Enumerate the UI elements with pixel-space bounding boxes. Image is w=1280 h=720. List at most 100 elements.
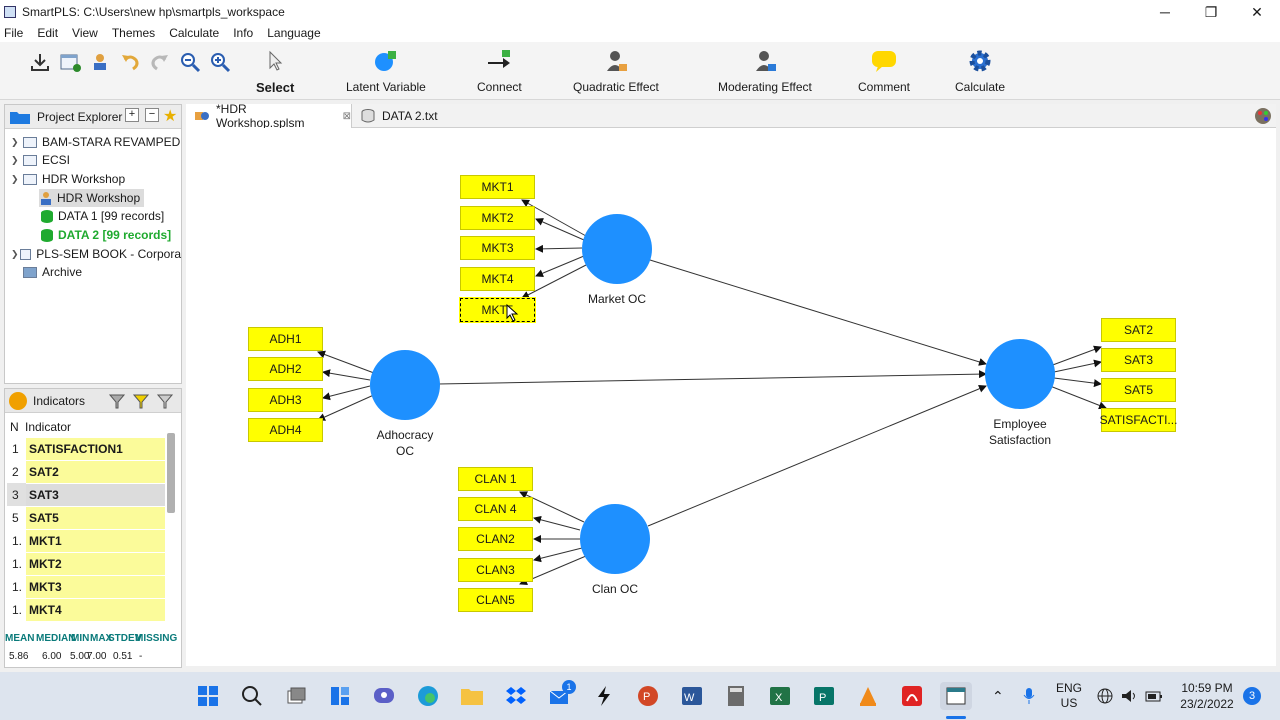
network-icon[interactable] <box>1096 672 1114 720</box>
chevron-down-icon[interactable]: ❯ <box>11 173 19 184</box>
volume-icon[interactable] <box>1120 672 1138 720</box>
latent-variable-button[interactable]: Latent Variable <box>346 48 426 94</box>
calculator-icon[interactable] <box>722 682 750 710</box>
menu-view[interactable]: View <box>72 26 98 40</box>
battery-icon[interactable] <box>1144 672 1164 720</box>
indicator-sat3[interactable]: SAT3 <box>1101 348 1176 372</box>
mail-icon[interactable] <box>546 682 574 710</box>
word-icon[interactable]: W <box>678 682 706 710</box>
zoom-in-icon[interactable] <box>208 50 232 74</box>
smartpls-lightning-icon[interactable] <box>590 682 618 710</box>
model-canvas[interactable]: MKT1 MKT2 MKT3 MKT4 MKT5 ADH1 ADH2 ADH3 … <box>186 128 1276 666</box>
quadratic-effect-button[interactable]: Quadratic Effect <box>573 48 659 94</box>
menu-themes[interactable]: Themes <box>111 26 156 40</box>
indicator-mkt5-selected[interactable]: MKT5 <box>459 297 536 323</box>
expand-all-icon[interactable]: + <box>125 108 139 122</box>
show-hidden-icons[interactable]: ⌃ <box>992 687 1004 704</box>
notification-badge[interactable]: 3 <box>1243 687 1261 705</box>
moderating-effect-button[interactable]: Moderating Effect <box>718 48 812 94</box>
indicator-sat5[interactable]: SAT5 <box>1101 378 1176 402</box>
powerpoint-icon[interactable]: P <box>634 682 662 710</box>
connect-button[interactable]: Connect <box>477 48 522 94</box>
chevron-right-icon[interactable]: ❯ <box>11 136 19 147</box>
palette-icon[interactable] <box>1254 107 1272 128</box>
tree-item-hdr-workshop[interactable]: ❯HDR Workshop <box>11 172 126 186</box>
tree-item-data2[interactable]: DATA 2 [99 records] <box>41 226 171 244</box>
indicator-adh4[interactable]: ADH4 <box>248 418 323 442</box>
redo-icon[interactable] <box>148 50 172 74</box>
indicator-mkt3[interactable]: MKT3 <box>460 236 535 260</box>
task-view-icon[interactable] <box>282 682 310 710</box>
tab-hdr-workshop[interactable]: *HDR Workshop.splsm ⊠ <box>186 102 352 130</box>
indicator-adh2[interactable]: ADH2 <box>248 357 323 381</box>
collapse-all-icon[interactable]: − <box>145 108 159 122</box>
menu-info[interactable]: Info <box>233 26 254 40</box>
close-button[interactable]: ✕ <box>1251 3 1263 20</box>
file-explorer-icon[interactable] <box>458 682 486 710</box>
comment-button[interactable]: Comment <box>858 48 910 94</box>
acrobat-icon[interactable] <box>898 682 926 710</box>
menu-edit[interactable]: Edit <box>37 26 59 40</box>
tree-item-pls-sem-book[interactable]: ❯PLS-SEM BOOK - Corpora <box>11 247 181 261</box>
dropbox-icon[interactable] <box>502 682 530 710</box>
latent-adhocracy-oc[interactable] <box>370 350 440 420</box>
menu-file[interactable]: File <box>4 26 24 40</box>
calculate-button[interactable]: Calculate <box>955 48 1005 94</box>
menu-calculate[interactable]: Calculate <box>169 26 220 40</box>
indicator-mkt4[interactable]: MKT4 <box>460 267 535 291</box>
select-button[interactable]: Select <box>256 48 294 95</box>
search-icon[interactable] <box>238 682 266 710</box>
indicator-clan2[interactable]: CLAN2 <box>458 527 533 551</box>
indicator-clan4[interactable]: CLAN 4 <box>458 497 533 521</box>
smartpls-taskbar-icon[interactable] <box>940 682 972 710</box>
indicator-clan5[interactable]: CLAN5 <box>458 588 533 612</box>
menu-language[interactable]: Language <box>267 26 321 40</box>
excel-icon[interactable]: X <box>766 682 794 710</box>
widgets-icon[interactable] <box>326 682 354 710</box>
import-data-icon[interactable] <box>28 50 52 74</box>
microphone-icon[interactable] <box>1022 672 1036 720</box>
indicator-sat2[interactable]: SAT2 <box>1101 318 1176 342</box>
edge-browser-icon[interactable] <box>414 682 442 710</box>
windows-start-icon[interactable] <box>194 682 222 710</box>
indicator-satisfaction1[interactable]: SATISFACTI... <box>1100 408 1177 432</box>
tree-item-archive[interactable]: Archive <box>23 263 82 281</box>
language-indicator[interactable]: ENG US <box>1055 681 1082 710</box>
new-project-icon[interactable] <box>58 50 82 74</box>
undo-icon[interactable] <box>118 50 142 74</box>
filter-active-icon[interactable] <box>132 393 150 412</box>
zoom-out-icon[interactable] <box>178 50 202 74</box>
scrollbar-thumb[interactable] <box>167 433 175 513</box>
indicator-clan3[interactable]: CLAN3 <box>458 558 533 582</box>
publisher-icon[interactable]: P <box>810 682 838 710</box>
latent-employee-satisfaction[interactable] <box>985 339 1055 409</box>
table-row[interactable]: 1.MKT1 <box>7 529 165 552</box>
tree-item-data1[interactable]: DATA 1 [99 records] <box>41 207 164 225</box>
latent-market-oc[interactable] <box>582 214 652 284</box>
indicator-mkt2[interactable]: MKT2 <box>460 206 535 230</box>
tab-close-icon[interactable]: ⊠ <box>342 110 351 122</box>
star-icon[interactable]: ★ <box>163 108 178 125</box>
indicator-adh1[interactable]: ADH1 <box>248 327 323 351</box>
restore-button[interactable]: ❐ <box>1204 3 1218 20</box>
filter-clear-icon[interactable] <box>156 393 174 412</box>
tree-item-bam-stara[interactable]: ❯BAM-STARA REVAMPED <box>11 135 181 149</box>
new-model-icon[interactable] <box>88 50 112 74</box>
table-row[interactable]: 1.MKT3 <box>7 575 165 598</box>
tree-item-ecsi[interactable]: ❯ECSI <box>11 153 71 167</box>
indicator-clan1[interactable]: CLAN 1 <box>458 467 533 491</box>
latent-clan-oc[interactable] <box>580 504 650 574</box>
tab-data2[interactable]: DATA 2.txt <box>360 104 438 128</box>
indicator-adh3[interactable]: ADH3 <box>248 388 323 412</box>
minimize-button[interactable]: ─ <box>1160 4 1170 20</box>
filter-icon[interactable] <box>108 393 126 412</box>
teams-chat-icon[interactable] <box>370 682 398 710</box>
clock[interactable]: 10:59 PM 23/2/2022 <box>1180 681 1234 711</box>
table-row[interactable]: 1.MKT4 <box>7 598 165 621</box>
chevron-right-icon[interactable]: ❯ <box>11 154 19 165</box>
tree-item-hdr-workshop-model[interactable]: HDR Workshop <box>39 189 145 207</box>
